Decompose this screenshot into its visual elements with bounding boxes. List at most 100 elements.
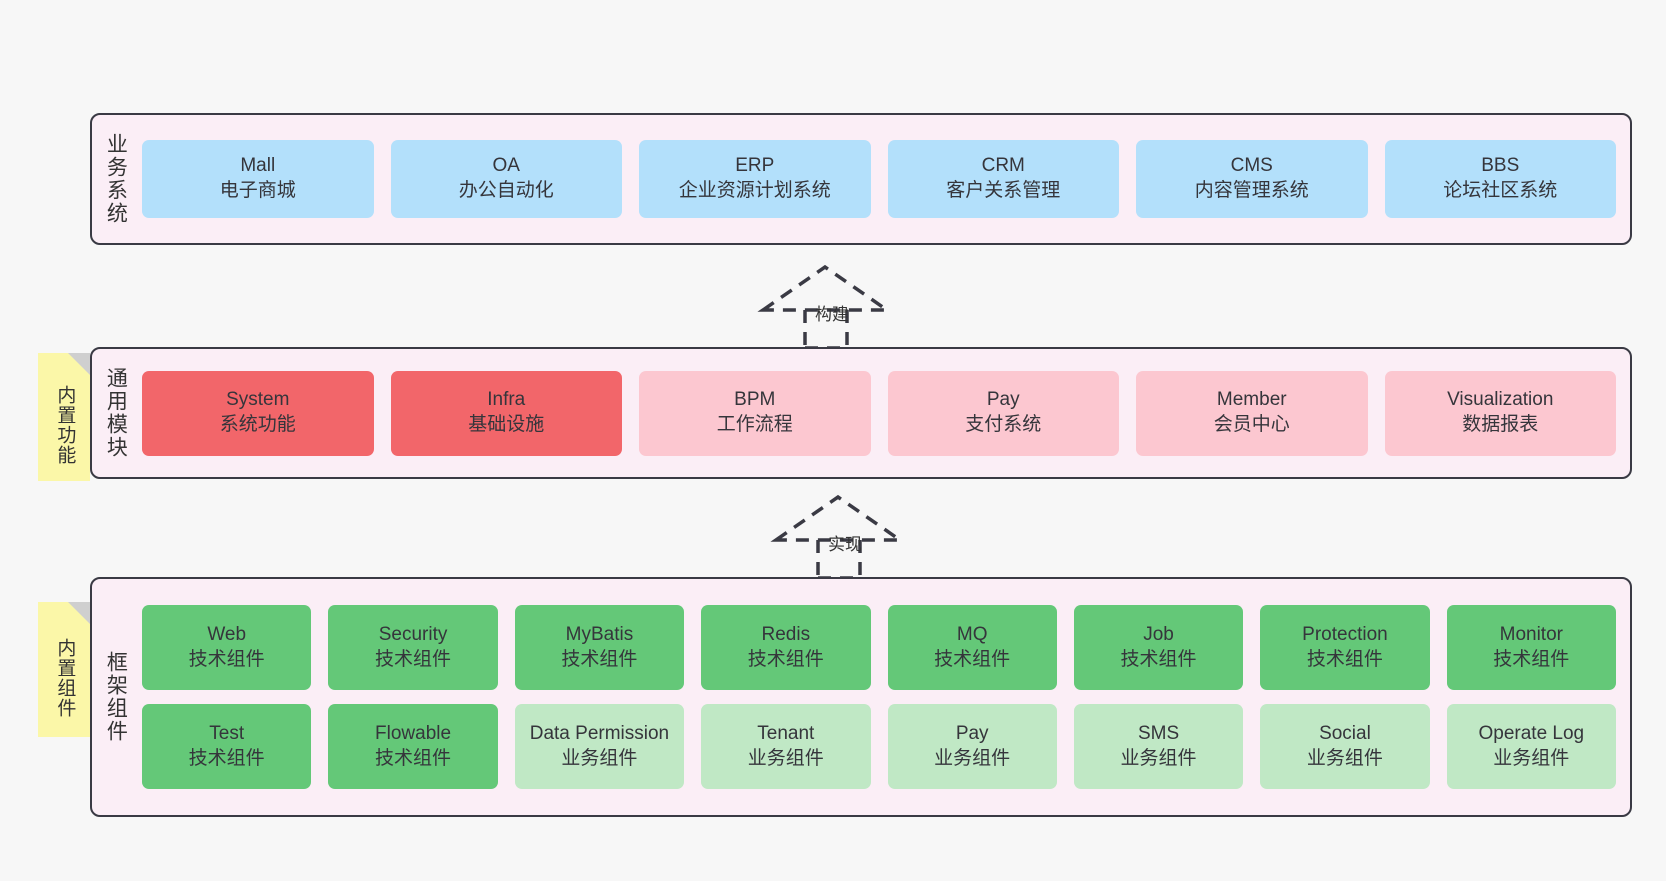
card-security[interactable]: Security 技术组件 bbox=[328, 605, 498, 690]
card-subtitle: 业务组件 bbox=[561, 747, 638, 769]
layer-framework-components: 框架组件 Web 技术组件 Security 技术组件 MyBatis 技术组件… bbox=[90, 577, 1632, 817]
card-title: Data Permission bbox=[529, 722, 670, 744]
card-title: Security bbox=[378, 623, 448, 645]
card-subtitle: 办公自动化 bbox=[458, 180, 554, 201]
card-title: SMS bbox=[1137, 722, 1180, 744]
layer-title-common-modules: 通用模块 bbox=[104, 367, 128, 459]
card-title: Pay bbox=[955, 722, 989, 744]
card-subtitle: 技术组件 bbox=[188, 747, 265, 769]
build-arrow-head bbox=[757, 264, 893, 312]
card-subtitle: 技术组件 bbox=[188, 648, 265, 670]
card-system[interactable]: System 系统功能 bbox=[142, 370, 374, 456]
note-label: 内置组件 bbox=[54, 637, 76, 718]
card-title: BPM bbox=[734, 389, 776, 411]
card-pay-component[interactable]: Pay 业务组件 bbox=[887, 704, 1057, 789]
card-title: Monitor bbox=[1499, 623, 1563, 645]
layer-body-business-systems: Mall 电子商城 OA 办公自动化 ERP 企业资源计划系统 CRM 客户关系… bbox=[138, 115, 1630, 243]
card-operate-log[interactable]: Operate Log 业务组件 bbox=[1446, 704, 1616, 789]
card-monitor[interactable]: Monitor 技术组件 bbox=[1446, 605, 1616, 690]
card-title: Visualization bbox=[1447, 389, 1554, 411]
connector-build-label: 构建 bbox=[815, 305, 849, 324]
card-subtitle: 数据报表 bbox=[1462, 414, 1539, 435]
card-test[interactable]: Test 技术组件 bbox=[142, 704, 312, 789]
card-mybatis[interactable]: MyBatis 技术组件 bbox=[514, 605, 685, 690]
note-builtin-components: 内置组件 bbox=[38, 602, 90, 737]
card-member[interactable]: Member 会员中心 bbox=[1136, 370, 1368, 456]
card-protection[interactable]: Protection 技术组件 bbox=[1260, 605, 1430, 690]
connector-build: 构建 bbox=[757, 262, 908, 350]
card-subtitle: 论坛社区系统 bbox=[1443, 180, 1558, 201]
card-pay-module[interactable]: Pay 支付系统 bbox=[887, 370, 1119, 456]
card-social[interactable]: Social 业务组件 bbox=[1260, 704, 1430, 789]
card-flowable[interactable]: Flowable 技术组件 bbox=[328, 704, 498, 789]
card-subtitle: 业务组件 bbox=[1493, 747, 1570, 769]
card-title: Protection bbox=[1302, 623, 1388, 645]
card-bpm[interactable]: BPM 工作流程 bbox=[639, 370, 871, 456]
card-subtitle: 技术组件 bbox=[561, 648, 638, 670]
card-subtitle: 技术组件 bbox=[1493, 648, 1570, 670]
card-subtitle: 企业资源计划系统 bbox=[678, 180, 831, 201]
card-title: CMS bbox=[1230, 155, 1273, 177]
card-crm[interactable]: CRM 客户关系管理 bbox=[887, 140, 1119, 218]
note-fold-icon bbox=[68, 602, 90, 624]
card-subtitle: 基础设施 bbox=[468, 414, 545, 435]
card-title: Test bbox=[209, 722, 245, 744]
connector-implement-label: 实现 bbox=[828, 535, 862, 554]
card-web[interactable]: Web 技术组件 bbox=[142, 605, 312, 690]
card-title: Pay bbox=[986, 389, 1020, 411]
card-subtitle: 支付系统 bbox=[965, 414, 1042, 435]
card-mq[interactable]: MQ 技术组件 bbox=[887, 605, 1057, 690]
card-bbs[interactable]: BBS 论坛社区系统 bbox=[1384, 140, 1616, 218]
layer-title-framework-components: 框架组件 bbox=[104, 651, 128, 743]
card-title: Web bbox=[207, 623, 247, 645]
card-row: Web 技术组件 Security 技术组件 MyBatis 技术组件 Redi… bbox=[142, 605, 1616, 690]
card-title: Operate Log bbox=[1478, 722, 1585, 744]
note-builtin-features: 内置功能 bbox=[38, 353, 90, 481]
card-subtitle: 电子商城 bbox=[219, 180, 296, 201]
card-title: Infra bbox=[487, 389, 526, 411]
card-subtitle: 系统功能 bbox=[219, 414, 296, 435]
card-subtitle: 技术组件 bbox=[375, 747, 452, 769]
card-title: Flowable bbox=[375, 722, 452, 744]
card-sms[interactable]: SMS 业务组件 bbox=[1073, 704, 1244, 789]
card-redis[interactable]: Redis 技术组件 bbox=[701, 605, 871, 690]
card-tenant[interactable]: Tenant 业务组件 bbox=[701, 704, 871, 789]
card-title: BBS bbox=[1481, 155, 1520, 177]
card-title: MyBatis bbox=[565, 623, 634, 645]
card-subtitle: 客户关系管理 bbox=[946, 180, 1061, 201]
card-title: System bbox=[226, 389, 290, 411]
card-mall[interactable]: Mall 电子商城 bbox=[142, 140, 374, 218]
card-erp[interactable]: ERP 企业资源计划系统 bbox=[639, 140, 871, 218]
card-title: Social bbox=[1319, 722, 1371, 744]
note-fold-icon bbox=[68, 353, 90, 375]
card-subtitle: 技术组件 bbox=[1120, 648, 1197, 670]
card-title: CRM bbox=[981, 155, 1025, 177]
implement-arrow-head bbox=[770, 494, 906, 542]
card-subtitle: 业务组件 bbox=[747, 747, 824, 769]
connector-implement: 实现 bbox=[770, 492, 921, 580]
note-label: 内置功能 bbox=[54, 385, 76, 465]
card-title: OA bbox=[492, 155, 520, 177]
layer-body-common-modules: System 系统功能 Infra 基础设施 BPM 工作流程 Pay 支付系统… bbox=[138, 349, 1630, 477]
card-oa[interactable]: OA 办公自动化 bbox=[390, 140, 622, 218]
card-subtitle: 业务组件 bbox=[934, 747, 1011, 769]
card-visualization[interactable]: Visualization 数据报表 bbox=[1384, 370, 1616, 456]
card-subtitle: 技术组件 bbox=[934, 648, 1011, 670]
card-subtitle: 工作流程 bbox=[716, 414, 793, 435]
layer-common-modules: 通用模块 System 系统功能 Infra 基础设施 BPM 工作流程 Pay… bbox=[90, 347, 1632, 479]
card-subtitle: 会员中心 bbox=[1213, 414, 1290, 435]
card-title: ERP bbox=[735, 155, 775, 177]
card-row: Mall 电子商城 OA 办公自动化 ERP 企业资源计划系统 CRM 客户关系… bbox=[142, 140, 1616, 218]
card-title: Job bbox=[1143, 623, 1174, 645]
card-infra[interactable]: Infra 基础设施 bbox=[390, 370, 622, 456]
card-subtitle: 内容管理系统 bbox=[1194, 180, 1309, 201]
card-data-permission[interactable]: Data Permission 业务组件 bbox=[514, 704, 685, 789]
card-title: Mall bbox=[240, 155, 276, 177]
card-title: Member bbox=[1216, 389, 1287, 411]
card-title: Tenant bbox=[757, 722, 815, 744]
card-subtitle: 技术组件 bbox=[375, 648, 452, 670]
card-job[interactable]: Job 技术组件 bbox=[1073, 605, 1244, 690]
card-cms[interactable]: CMS 内容管理系统 bbox=[1136, 140, 1368, 218]
layer-business-systems: 业务系统 Mall 电子商城 OA 办公自动化 ERP 企业资源计划系统 CRM… bbox=[90, 113, 1632, 245]
layer-title-business-systems: 业务系统 bbox=[104, 133, 128, 225]
